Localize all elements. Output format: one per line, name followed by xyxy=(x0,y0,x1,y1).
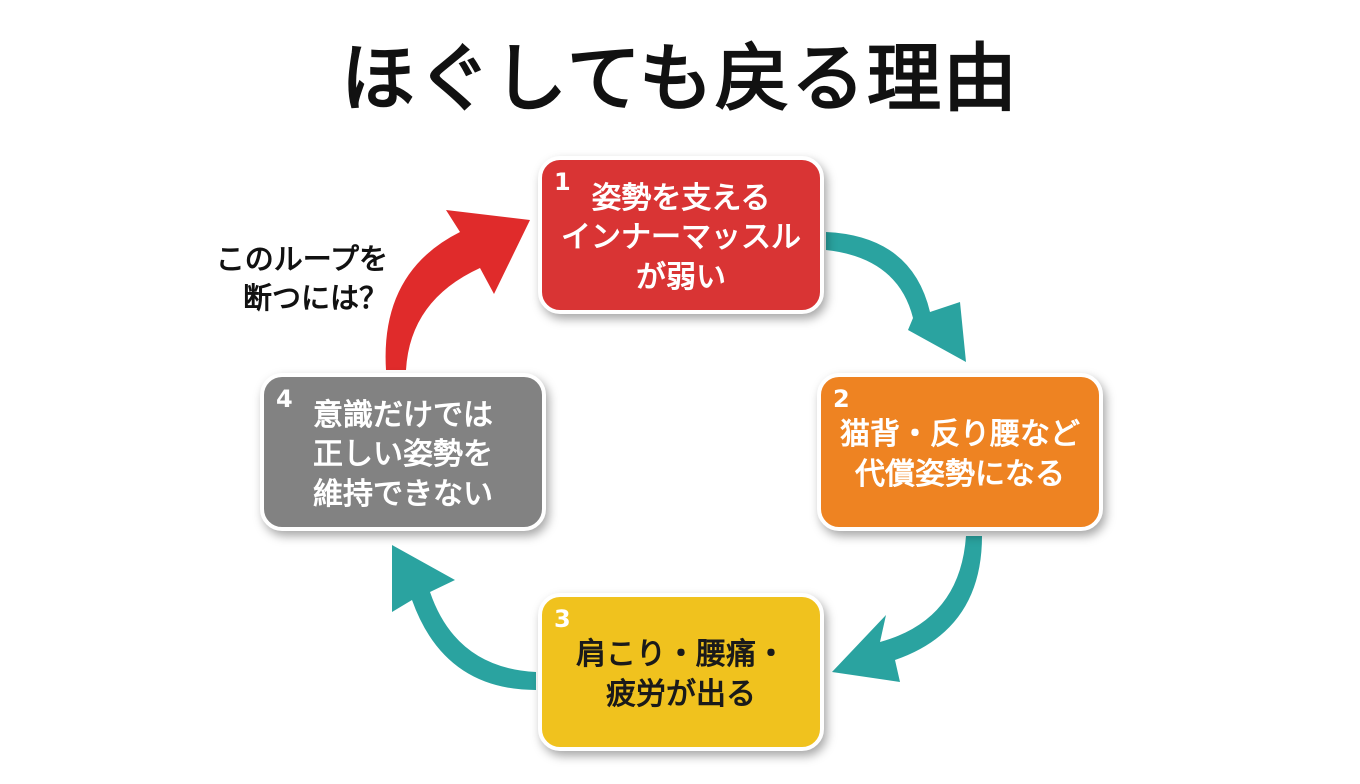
step-box-3: 3 肩こり・腰痛・ 疲労が出る xyxy=(538,593,824,751)
step-number: 4 xyxy=(276,385,293,413)
step-number: 3 xyxy=(554,605,571,633)
arrow-step2-to-step3 xyxy=(832,536,982,682)
step-box-4: 4 意識だけでは 正しい姿勢を 維持できない xyxy=(260,373,546,531)
arrow-step3-to-step4 xyxy=(392,545,536,690)
step-text: 肩こり・腰痛・ 疲労が出る xyxy=(576,637,786,712)
step-text: 猫背・反り腰など 代償姿勢になる xyxy=(840,417,1080,492)
step-box-2: 2 猫背・反り腰など 代償姿勢になる xyxy=(817,373,1103,531)
arrow-step1-to-step2 xyxy=(826,232,966,362)
step-text: 意識だけでは 正しい姿勢を 維持できない xyxy=(313,397,493,512)
diagram-title: ほぐしても戻る理由 xyxy=(340,36,1020,122)
loop-question: このループを 断つには？ xyxy=(215,242,388,316)
step-text: 姿勢を支える インナーマッスル が弱い xyxy=(561,180,801,295)
step-number: 2 xyxy=(833,385,850,413)
step-box-1: 1 姿勢を支える インナーマッスル が弱い xyxy=(538,156,824,314)
step-number: 1 xyxy=(554,168,571,196)
arrow-step4-to-step1 xyxy=(385,210,530,370)
